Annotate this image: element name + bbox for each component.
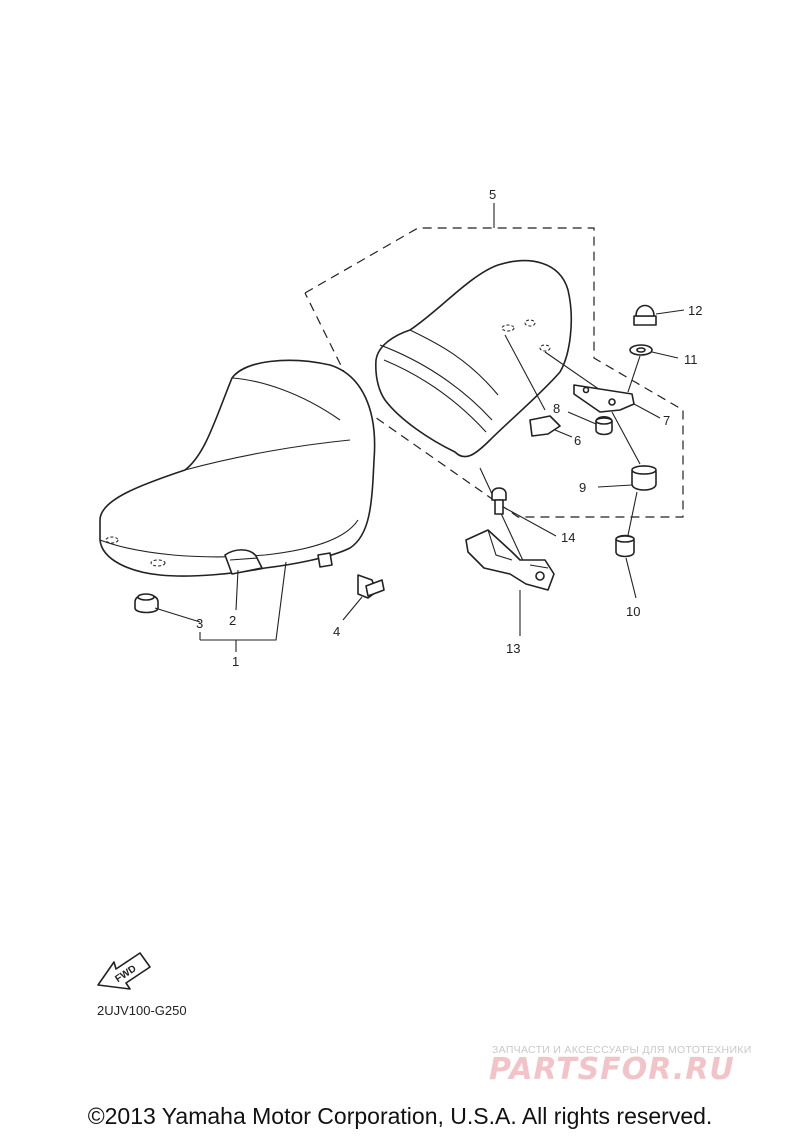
- watermark-logo: PARTSFOR.RU: [489, 1052, 735, 1087]
- watermark-tagline: ЗАПЧАСТИ И АКСЕССУАРЫ ДЛЯ МОТОТЕХНИКИ: [492, 1044, 752, 1056]
- callout-2: 2: [229, 613, 236, 628]
- callout-13: 13: [506, 641, 520, 656]
- grommet-part-9: [597, 411, 657, 541]
- callout-9: 9: [579, 480, 586, 495]
- main-seat: [99, 359, 376, 641]
- callout-5: 5: [489, 187, 496, 202]
- callout-4: 4: [333, 624, 340, 639]
- washer-part-11: [627, 344, 679, 393]
- callout-8: 8: [553, 401, 560, 416]
- fwd-arrow-icon: FWD: [97, 952, 151, 990]
- callout-12: 12: [688, 303, 702, 318]
- diagram-code: 2UJV100-G250: [97, 1003, 187, 1018]
- bolt-part-4: [342, 574, 385, 621]
- rear-seat: [375, 259, 601, 566]
- callout-6: 6: [574, 433, 581, 448]
- bolt-part-14: [491, 487, 557, 537]
- bracket-part-7: [573, 384, 661, 419]
- callout-3: 3: [196, 616, 203, 631]
- callout-10: 10: [626, 604, 640, 619]
- callout-11: 11: [684, 352, 698, 367]
- nut-plate-part-6: [529, 415, 573, 438]
- collar-part-8: [567, 411, 613, 436]
- callout-14: 14: [561, 530, 575, 545]
- callout-1: 1: [232, 654, 239, 669]
- rear-bracket-part-13: [465, 529, 555, 636]
- collar-part-10: [615, 534, 637, 599]
- cap-nut-part-12: [633, 304, 685, 326]
- copyright-notice: ©2013 Yamaha Motor Corporation, U.S.A. A…: [87, 1103, 713, 1129]
- rear-seat-assembly-outline: [304, 227, 684, 518]
- damper-part-3: [134, 593, 201, 623]
- callout-7: 7: [663, 413, 670, 428]
